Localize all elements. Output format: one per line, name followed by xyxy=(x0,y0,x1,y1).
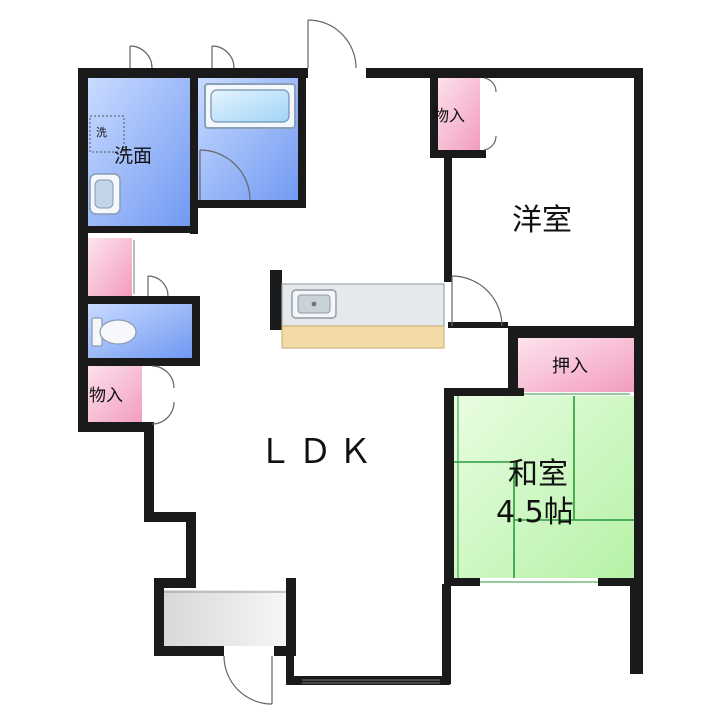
closet-floor xyxy=(518,338,634,392)
bathtub xyxy=(204,83,296,129)
small-storage-floor xyxy=(88,238,132,296)
room-label-closet: 押入 xyxy=(552,356,588,377)
room-label-japanese: 和室 xyxy=(508,457,568,492)
walls xyxy=(78,68,643,685)
washer-space xyxy=(89,115,125,153)
room-label-western: 洋室 xyxy=(512,203,572,238)
room-label-storage-top: 物入 xyxy=(433,106,465,125)
room-label-storage-left: 物入 xyxy=(89,386,123,406)
room-label-wash: 洗面 xyxy=(114,145,152,167)
entrance-floor xyxy=(164,590,288,646)
washer-label: 洗 xyxy=(96,126,107,139)
room-label-ldk: ＬＤＫ xyxy=(258,432,378,472)
wash-basin xyxy=(89,173,121,215)
kitchen-counter xyxy=(270,270,445,349)
toilet xyxy=(91,317,137,347)
windows xyxy=(133,240,440,684)
room-label-japanese-size: 4.5帖 xyxy=(496,495,574,530)
door-swings xyxy=(129,19,503,705)
tatami-floor xyxy=(454,396,634,578)
tatami-lines xyxy=(454,393,634,583)
storage-left-floor xyxy=(84,366,142,424)
storage-top-floor xyxy=(434,78,480,152)
